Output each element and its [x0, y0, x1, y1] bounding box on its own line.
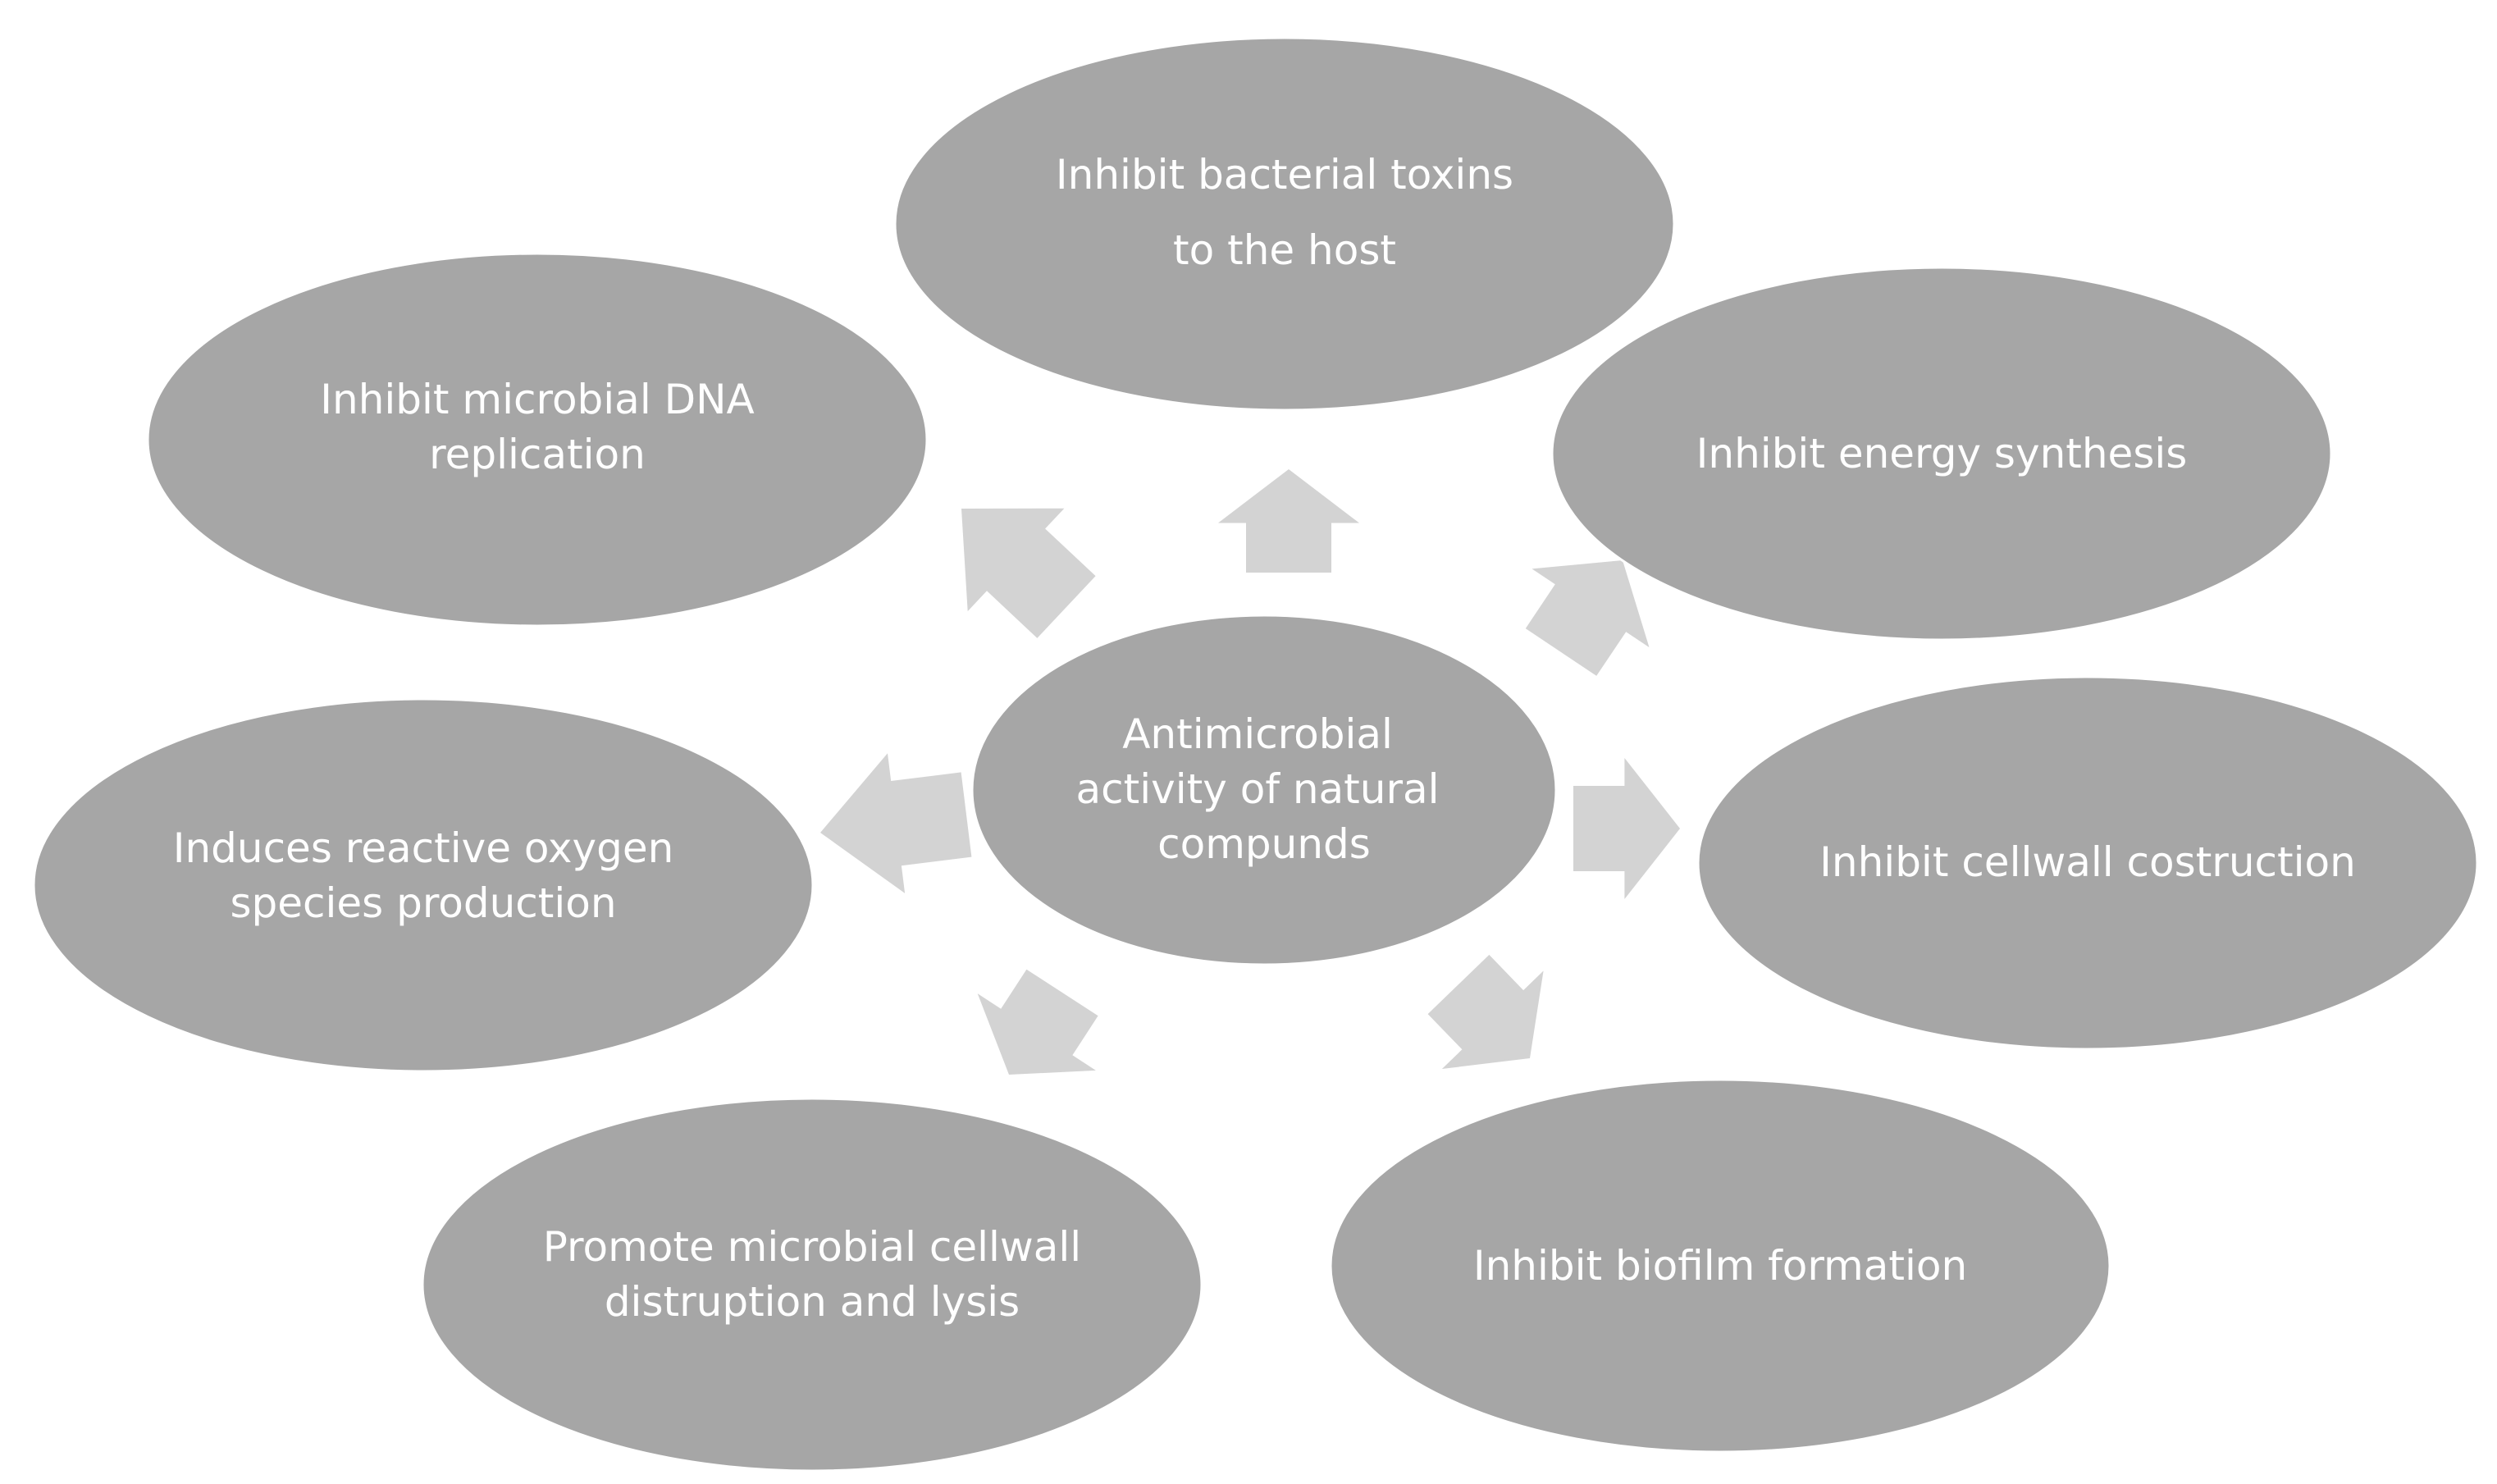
node-label-line: Inhibit bacterial toxins: [1056, 151, 1513, 199]
node-label-line: replication: [429, 431, 646, 478]
node-ellipse-cellwall-construction: [1696, 675, 2479, 1051]
arrow-to-energy-synthesis: [1525, 560, 1650, 676]
arrow-to-biofilm-formation: [1427, 954, 1544, 1069]
node-label-line: Inhibit biofilm formation: [1473, 1242, 1967, 1290]
node-ellipse-biofilm-formation: [1329, 1078, 2111, 1454]
center-label-line: Antimicrobial: [1122, 710, 1393, 758]
node-label-line: Inhibit microbial DNA: [320, 376, 754, 423]
node-ellipse-bacterial-toxins: [893, 36, 1676, 412]
node-cellwall-disruption: Promote microbial cellwall distruption an…: [421, 1097, 1203, 1473]
center-label-line: compunds: [1157, 820, 1371, 868]
node-label-energy-synthesis: Inhibit energy synthesis: [1696, 430, 2188, 477]
node-energy-synthesis: Inhibit energy synthesis: [1550, 266, 2333, 642]
node-label-bacterial-toxins: Inhibit bacterial toxins to the host: [1056, 151, 1513, 274]
node-bacterial-toxins: Inhibit bacterial toxins to the host: [893, 36, 1676, 412]
node-label-line: Inhibit cellwall costruction: [1819, 838, 2356, 886]
node-ellipse-dna-replication: [146, 252, 929, 628]
center-node: [970, 614, 1558, 966]
node-reactive-oxygen: Induces reactive oxygen species productio…: [32, 697, 815, 1073]
node-biofilm-formation: Inhibit biofilm formation: [1329, 1078, 2111, 1454]
node-label-line: distruption and lysis: [605, 1278, 1020, 1326]
node-label-dna-replication: Inhibit microbial DNA replication: [320, 376, 754, 478]
node-ellipse-reactive-oxygen: [32, 697, 815, 1073]
arrow-to-cellwall-disruption: [977, 969, 1098, 1075]
node-ellipse-cellwall-disruption: [421, 1097, 1203, 1473]
node-label-biofilm-formation: Inhibit biofilm formation: [1473, 1242, 1967, 1290]
node-cellwall-construction: Inhibit cellwall costruction: [1696, 675, 2479, 1051]
node-label-line: to the host: [1173, 226, 1396, 274]
node-label-cellwall-disruption: Promote microbial cellwall distruption an…: [543, 1223, 1081, 1326]
arrow-to-reactive-oxygen: [820, 753, 972, 893]
arrow-to-dna-replication: [961, 508, 1096, 638]
center-layer: Antimicrobial activity of natural compun…: [970, 614, 1558, 966]
arrow-to-cellwall-construction: [1573, 758, 1680, 899]
node-label-line: species production: [230, 879, 616, 927]
node-label-reactive-oxygen: Induces reactive oxygen species productio…: [173, 824, 674, 927]
center-label-line: activity of natural: [1076, 765, 1440, 813]
node-ellipse-energy-synthesis: [1550, 266, 2333, 642]
arrows-layer: [820, 469, 1680, 1075]
node-label-cellwall-construction: Inhibit cellwall costruction: [1819, 838, 2356, 886]
center-label: Antimicrobial activity of natural compun…: [1076, 710, 1453, 868]
node-dna-replication: Inhibit microbial DNA replication: [146, 252, 929, 628]
node-label-line: Promote microbial cellwall: [543, 1223, 1081, 1271]
node-label-line: Induces reactive oxygen: [173, 824, 674, 872]
arrow-to-bacterial-toxins: [1218, 469, 1359, 573]
node-label-line: Inhibit energy synthesis: [1696, 430, 2188, 477]
